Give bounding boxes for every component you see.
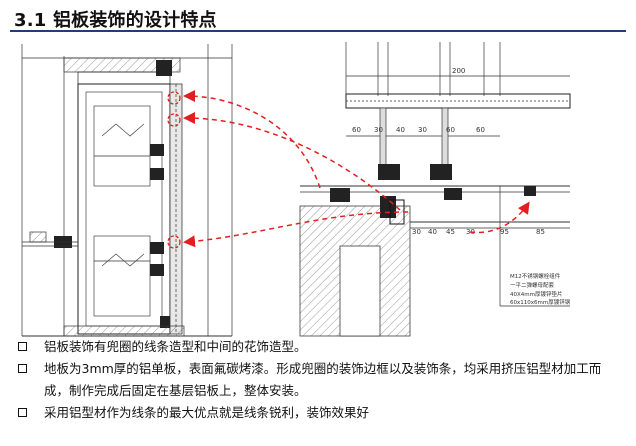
slide-title: 3.1 铝板装饰的设计特点 <box>14 10 217 31</box>
dim-mid-3: 30 <box>418 126 427 134</box>
dim-bot-0: 30 <box>412 228 421 236</box>
bullet-text-continued: 成，制作完成后固定在基层铝板上，整体安装。 <box>44 383 307 398</box>
square-bullet-icon <box>18 364 27 373</box>
bullet-list: 铝板装饰有兜圈的线条造型和中间的花饰造型。 地板为3mm厚的铝单板，表面氟碳烤漆… <box>18 336 628 424</box>
note-2: 40X4mm厚镀锌垫片 <box>510 290 562 298</box>
dim-bot-2: 45 <box>446 228 455 236</box>
annotation-notes: M12不锈钢螺栓组件 一平二弹螺母配套 40X4mm厚镀锌垫片 60x110x6… <box>510 272 571 306</box>
dim-mid-5: 60 <box>476 126 485 134</box>
slide-header: 3.1 铝板装饰的设计特点 <box>0 0 636 36</box>
callout-arrow-top <box>183 90 321 189</box>
dim-bot-1: 40 <box>428 228 437 236</box>
note-0: M12不锈钢螺栓组件 <box>510 272 561 280</box>
note-1: 一平二弹螺母配套 <box>510 281 555 289</box>
bullet-text: 地板为3mm厚的铝单板，表面氟碳烤漆。形成兜圈的装饰边框以及装饰条，均采用挤压铝… <box>44 361 602 376</box>
dim-mid-4: 60 <box>446 126 455 134</box>
callout-arrow-right <box>469 201 530 234</box>
bullet-item: 铝板装饰有兜圈的线条造型和中间的花饰造型。 <box>18 336 628 358</box>
dim-mid-0: 60 <box>352 126 361 134</box>
bullet-item: 地板为3mm厚的铝单板，表面氟碳烤漆。形成兜圈的装饰边框以及装饰条，均采用挤压铝… <box>18 358 628 402</box>
callout-markers <box>167 91 181 249</box>
square-bullet-icon <box>18 342 27 351</box>
cad-drawing: 200 60 30 40 30 60 60 30 40 45 30 95 85 … <box>21 42 571 337</box>
bullet-text: 采用铝型材作为线条的最大优点就是线条锐利，装饰效果好 <box>44 405 370 420</box>
bullet-item: 采用铝型材作为线条的最大优点就是线条锐利，装饰效果好 <box>18 402 628 424</box>
callout-arrow-upper-mid <box>183 112 401 211</box>
dim-bot-4: 95 <box>500 228 509 236</box>
callout-arrows <box>183 90 530 248</box>
left-elevation <box>21 44 233 337</box>
right-section <box>299 42 571 337</box>
dim-mid-2: 40 <box>396 126 405 134</box>
dim-bot-5: 85 <box>536 228 545 236</box>
dim-top-200: 200 <box>452 67 465 75</box>
square-bullet-icon <box>18 408 27 417</box>
title-underline <box>10 30 626 32</box>
dim-mid-1: 30 <box>374 126 383 134</box>
note-3: 60x110x6mm厚镀锌钢 <box>510 298 571 306</box>
bullet-text: 铝板装饰有兜圈的线条造型和中间的花饰造型。 <box>44 339 307 354</box>
dimension-labels: 200 60 30 40 30 60 60 30 40 45 30 95 85 <box>352 67 545 236</box>
callout-arrow-lower-mid <box>183 211 409 248</box>
